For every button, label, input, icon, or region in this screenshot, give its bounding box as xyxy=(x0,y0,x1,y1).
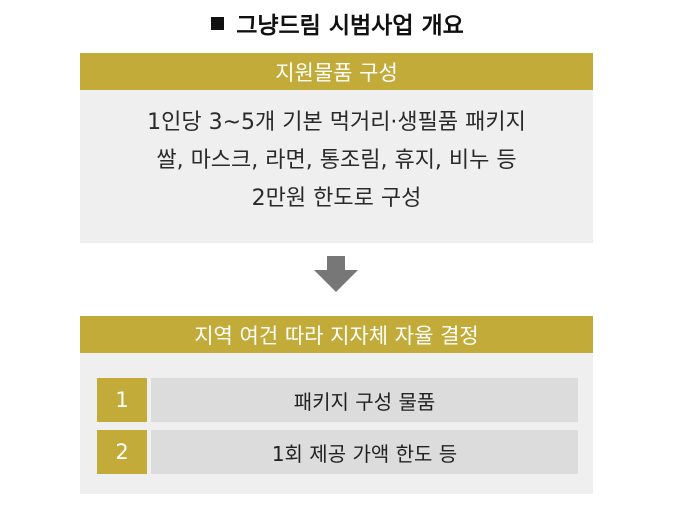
square-bullet-icon xyxy=(211,16,225,30)
local-decision-header: 지역 여건 따라 지자체 자율 결정 xyxy=(80,316,593,353)
item-text: 패키지 구성 물품 xyxy=(151,378,578,422)
support-line-2: 쌀, 마스크, 라면, 통조림, 휴지, 비누 등 xyxy=(156,148,517,173)
item-text: 1회 제공 가액 한도 등 xyxy=(151,430,578,474)
support-line-3: 2만원 한도로 구성 xyxy=(251,186,422,211)
item-number: 2 xyxy=(97,430,147,474)
item-number: 1 xyxy=(97,378,147,422)
title-text: 그냥드림 시범사업 개요 xyxy=(236,13,464,39)
support-line-1: 1인당 3~5개 기본 먹거리·생필품 패키지 xyxy=(147,110,526,135)
support-items-body: 1인당 3~5개 기본 먹거리·생필품 패키지 쌀, 마스크, 라면, 통조림,… xyxy=(80,104,593,218)
support-items-header: 지원물품 구성 xyxy=(80,53,593,90)
page-title: 그냥드림 시범사업 개요 xyxy=(0,6,675,40)
down-arrow-icon xyxy=(314,256,358,292)
decision-item: 1 패키지 구성 물품 xyxy=(97,378,578,422)
decision-item: 2 1회 제공 가액 한도 등 xyxy=(97,430,578,474)
